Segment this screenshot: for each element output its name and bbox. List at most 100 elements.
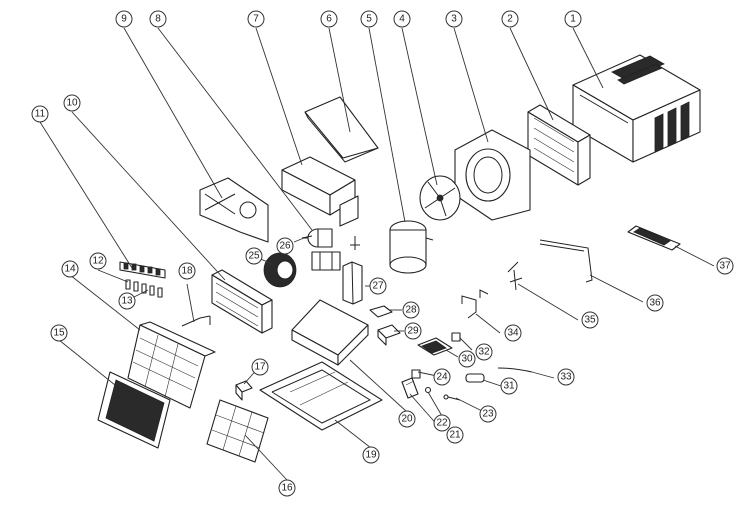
svg-text:23: 23 — [482, 409, 494, 420]
part-wire-harness — [497, 367, 533, 373]
callouts: 1 2 3 4 5 6 7 8 9 10 11 12 13 14 15 16 1… — [31, 10, 734, 497]
callout-16: 16 — [278, 479, 296, 497]
callout-6: 6 — [320, 10, 338, 28]
svg-text:34: 34 — [507, 328, 519, 339]
callout-37: 37 — [716, 257, 734, 275]
callout-25: 25 — [245, 247, 263, 265]
callout-5: 5 — [360, 10, 378, 28]
callout-32: 32 — [475, 343, 493, 361]
svg-text:36: 36 — [649, 298, 661, 309]
part-display-board — [417, 337, 453, 356]
part-valve — [507, 261, 523, 291]
svg-text:18: 18 — [181, 266, 193, 277]
part-bracket — [369, 305, 393, 318]
svg-text:9: 9 — [121, 14, 127, 25]
callout-15: 15 — [50, 324, 68, 342]
part-small-relay — [451, 332, 461, 342]
svg-text:35: 35 — [584, 315, 596, 326]
svg-text:1: 1 — [570, 14, 576, 25]
callout-12: 12 — [89, 252, 107, 270]
svg-text:2: 2 — [507, 14, 513, 25]
svg-text:33: 33 — [560, 372, 572, 383]
callout-18: 18 — [178, 262, 196, 280]
callout-28: 28 — [402, 301, 420, 319]
callout-9: 9 — [115, 10, 133, 28]
part-fan-shroud — [454, 129, 531, 221]
callout-19: 19 — [362, 446, 380, 464]
svg-text:15: 15 — [53, 328, 65, 339]
svg-text:8: 8 — [155, 14, 161, 25]
callout-33: 33 — [557, 368, 575, 386]
callout-31: 31 — [500, 377, 518, 395]
callout-30: 30 — [458, 350, 476, 368]
svg-text:28: 28 — [405, 305, 417, 316]
svg-text:5: 5 — [366, 14, 372, 25]
leader-lines — [39, 27, 715, 481]
part-relay — [235, 380, 253, 401]
callout-35: 35 — [581, 311, 599, 329]
part-electric-box — [342, 236, 363, 305]
callout-36: 36 — [646, 294, 664, 312]
part-blower-wheel — [263, 252, 297, 288]
svg-text:13: 13 — [121, 296, 133, 307]
part-bulkhead — [199, 177, 269, 243]
part-evaporator-coil — [211, 269, 273, 334]
svg-text:30: 30 — [461, 354, 473, 365]
part-tube-36 — [539, 239, 593, 283]
part-control-strip — [119, 261, 166, 279]
part-condenser-coil — [527, 104, 591, 186]
part-remote — [627, 225, 681, 251]
part-cabinet — [572, 54, 701, 163]
part-louver-panel — [97, 371, 171, 449]
callout-34: 34 — [504, 324, 522, 342]
part-air-filter — [206, 399, 269, 463]
svg-text:26: 26 — [279, 241, 291, 252]
svg-text:7: 7 — [253, 14, 259, 25]
callout-17: 17 — [251, 358, 269, 376]
part-hardware — [424, 386, 461, 401]
svg-text:14: 14 — [64, 264, 76, 275]
part-terminal-block — [401, 377, 419, 399]
callout-13: 13 — [118, 292, 136, 310]
svg-text:24: 24 — [436, 372, 448, 383]
callout-21: 21 — [446, 426, 464, 444]
svg-text:27: 27 — [372, 281, 384, 292]
svg-text:22: 22 — [436, 418, 448, 429]
part-capacitor — [465, 373, 485, 383]
callout-23: 23 — [479, 405, 497, 423]
callout-8: 8 — [149, 10, 167, 28]
callout-2: 2 — [501, 10, 519, 28]
callout-10: 10 — [63, 94, 81, 112]
part-sensor — [181, 315, 211, 327]
svg-text:37: 37 — [719, 261, 731, 272]
part-front-grille — [127, 321, 216, 409]
part-air-duct — [281, 156, 359, 227]
callout-4: 4 — [393, 10, 411, 28]
part-drain-tray — [291, 299, 369, 366]
svg-text:32: 32 — [478, 347, 490, 358]
callout-26: 26 — [276, 237, 294, 255]
callout-11: 11 — [31, 105, 49, 123]
svg-text:4: 4 — [399, 14, 405, 25]
callout-24: 24 — [433, 368, 451, 386]
callout-20: 20 — [398, 410, 416, 428]
part-switch — [411, 369, 421, 379]
callout-14: 14 — [61, 260, 79, 278]
callout-22: 22 — [433, 414, 451, 432]
svg-text:11: 11 — [35, 109, 46, 120]
part-fan-motor — [304, 228, 341, 271]
part-base-pan — [259, 361, 383, 431]
callout-27: 27 — [369, 277, 387, 295]
part-control-module — [377, 324, 401, 346]
part-compressor — [389, 220, 434, 274]
svg-text:19: 19 — [365, 450, 377, 461]
part-control-buttons — [125, 279, 163, 298]
callout-1: 1 — [564, 10, 582, 28]
svg-text:29: 29 — [407, 326, 419, 337]
callout-3: 3 — [445, 10, 463, 28]
svg-text:21: 21 — [449, 430, 461, 441]
svg-text:25: 25 — [248, 251, 260, 262]
svg-text:16: 16 — [281, 483, 293, 494]
svg-text:20: 20 — [401, 414, 413, 425]
